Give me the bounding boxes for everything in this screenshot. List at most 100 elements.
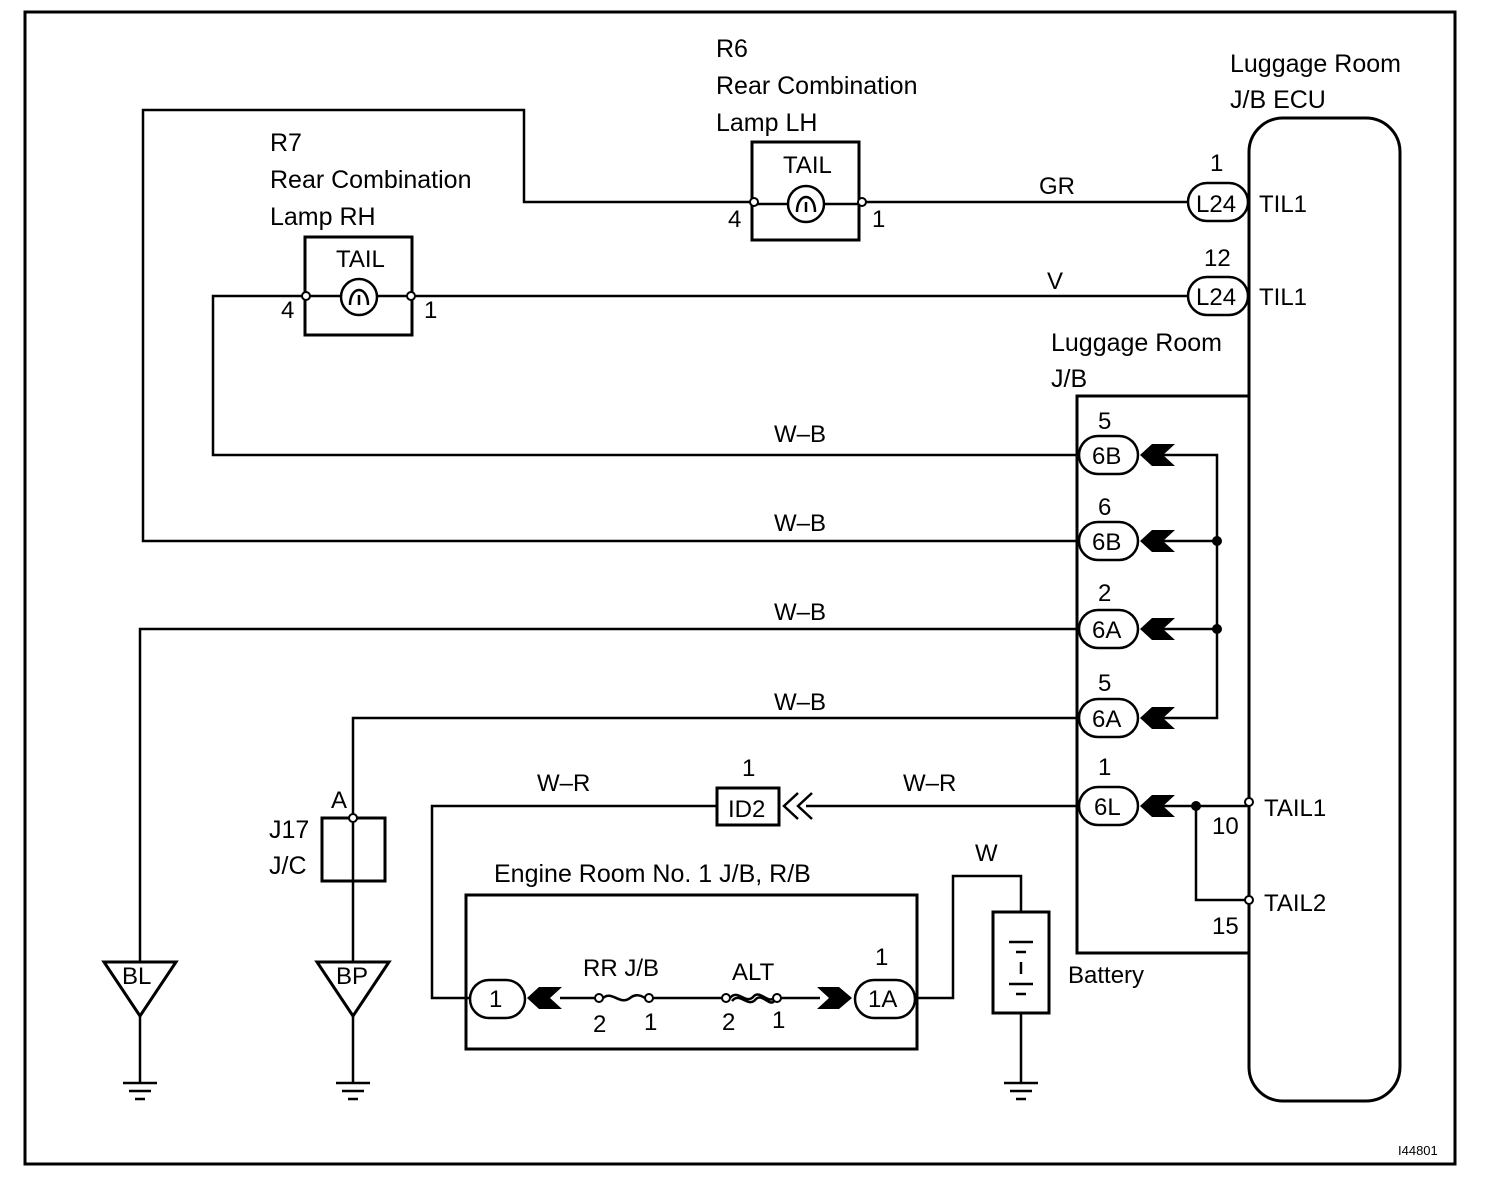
ecu-terminal-pin: 15 <box>1212 913 1239 940</box>
wire-label-wr-1: W–R <box>537 770 590 797</box>
r6-name-label-2: Lamp LH <box>716 109 817 137</box>
ground-symbol-icon <box>123 1081 157 1101</box>
rr-jb-fuse-icon <box>602 994 646 1002</box>
j17-pin-label: A <box>331 787 347 814</box>
r6-pin-left: 4 <box>728 206 741 233</box>
ground-bp-label: BP <box>336 963 368 990</box>
luggage-room-jb-ecu: Luggage Room J/B ECU <box>1230 50 1402 1103</box>
diagram-frame <box>23 10 1457 1166</box>
jb-connector-label: 6L <box>1094 794 1121 821</box>
wire-bl-ground <box>138 627 1079 962</box>
ground-bp: BP <box>314 960 392 1101</box>
engine-room-jb-rb: Engine Room No. 1 J/B, R/B 1 RR J/B 2 1 … <box>464 860 919 1051</box>
connector-arrow-icon <box>527 987 562 1009</box>
ecu-terminal-signal: TIL1 <box>1259 191 1307 218</box>
wire-label-v: V <box>1047 268 1063 295</box>
r7-pin-left: 4 <box>281 297 294 324</box>
r6-ref-label: R6 <box>716 35 748 63</box>
ground-symbol-icon <box>336 1081 370 1101</box>
diagram-id: I44801 <box>1398 1143 1438 1158</box>
connector-arrow-icon <box>1140 618 1175 640</box>
r6-name-label-1: Rear Combination <box>716 72 918 100</box>
jb-connector-pin: 5 <box>1098 408 1111 435</box>
wire-label-wb-3: W–B <box>774 599 826 626</box>
r6-bulb-label: TAIL <box>783 152 832 179</box>
jb-connector-6a-5: 5 6A <box>1077 670 1175 739</box>
r7-filament-icon <box>348 288 370 306</box>
jb-internal-bus <box>1163 453 1219 720</box>
alt-pin-b: 1 <box>772 1007 785 1034</box>
ecu-terminal-pin: 10 <box>1212 813 1239 840</box>
id2-label: ID2 <box>728 796 765 823</box>
ecu-terminal-pin: 12 <box>1204 245 1231 272</box>
alt-pin-a: 2 <box>722 1009 735 1036</box>
jb-connector-pin: 5 <box>1098 670 1111 697</box>
wire-wr-left <box>430 804 717 1000</box>
jb-connector-label: 6B <box>1092 443 1121 470</box>
r7-name-label-1: Rear Combination <box>270 166 472 194</box>
jb-connector-6l-1: 1 6L <box>1077 754 1175 827</box>
jb-connector-6b-6: 6 6B <box>1077 494 1175 562</box>
r7-pin-right: 1 <box>424 297 437 324</box>
r6-pin-right: 1 <box>872 206 885 233</box>
ground-symbol-icon <box>1004 1081 1038 1101</box>
ecu-terminal-signal: TAIL2 <box>1264 890 1326 917</box>
battery-label: Battery <box>1068 962 1144 989</box>
alt-fuse-icon <box>729 993 776 1004</box>
r7-ref-label: R7 <box>270 129 302 157</box>
jb-connector-pin: 6 <box>1098 494 1111 521</box>
jb-body <box>1075 394 1249 955</box>
ecu-terminal-signal: TAIL1 <box>1264 795 1326 822</box>
jb-connector-6a-2: 2 6A <box>1077 580 1175 650</box>
r7-lamp-box <box>303 235 414 337</box>
r7-bulb-label: TAIL <box>336 246 385 273</box>
connector-arrow-icon <box>1140 795 1175 817</box>
luggage-room-jb: Luggage Room J/B <box>1051 329 1249 955</box>
ecu-terminal-12: 12 L24 TIL1 <box>1186 245 1307 317</box>
ecu-terminal-signal: TIL1 <box>1259 284 1307 311</box>
ecu-name-label-1: Luggage Room <box>1230 50 1401 78</box>
id2-connector: 1 ID2 <box>715 755 822 827</box>
battery: Battery <box>991 910 1144 1101</box>
r7-name-label-2: Lamp RH <box>270 203 376 231</box>
wire-label-wb-2: W–B <box>774 510 826 537</box>
ground-bl-label: BL <box>122 963 151 990</box>
rr-jb-pin-b: 1 <box>644 1009 657 1036</box>
r6-filament-icon <box>795 195 817 213</box>
engine-jb-box <box>464 893 919 1051</box>
id2-chevron-icon <box>782 792 822 820</box>
wire-label-wr-2: W–R <box>903 770 956 797</box>
alt-fuse-label: ALT <box>732 959 775 986</box>
jb-tail-wire <box>1163 804 1249 902</box>
ecu-terminal-1: 1 L24 TIL1 <box>1186 150 1307 223</box>
rr-jb-pin-a: 2 <box>593 1011 606 1038</box>
connector-arrow-icon <box>1140 444 1175 466</box>
wire-r6-ground <box>141 108 1079 543</box>
jb-connector-label: 6A <box>1092 706 1121 733</box>
engine-connector-label: 1A <box>868 986 897 1013</box>
wire-w <box>917 874 1023 1000</box>
engine-connector-label: 1 <box>489 986 502 1013</box>
ecu-terminal-10: TAIL1 10 <box>1212 795 1326 840</box>
jb-connector-label: 6A <box>1092 617 1121 644</box>
j17-ref-label: J17 <box>269 816 309 844</box>
jb-name-label-1: Luggage Room <box>1051 329 1222 357</box>
wire-r7-ground <box>211 294 1079 457</box>
r7-rear-combination-lamp-rh: R7 Rear Combination Lamp RH TAIL 4 1 <box>270 129 472 337</box>
wire-label-wb-1: W–B <box>774 421 826 448</box>
ecu-terminal-15: TAIL2 15 <box>1212 890 1326 940</box>
ground-bl: BL <box>101 960 179 1101</box>
wire-label-wb-4: W–B <box>774 689 826 716</box>
wire-label-gr: GR <box>1039 173 1075 200</box>
connector-arrow-icon <box>1140 530 1175 552</box>
connector-arrow-icon <box>817 987 852 1009</box>
j17-type-label: J/C <box>269 852 307 880</box>
jb-connector-label: 6B <box>1092 529 1121 556</box>
id2-pin: 1 <box>742 755 755 782</box>
j17-junction-connector: A J17 J/C <box>269 787 387 962</box>
r6-rear-combination-lamp-lh: R6 Rear Combination Lamp LH TAIL 4 1 <box>716 35 918 242</box>
battery-cells-icon <box>1009 940 1033 996</box>
wire-label-w: W <box>975 840 998 867</box>
jb-connector-pin: 1 <box>1098 754 1111 781</box>
